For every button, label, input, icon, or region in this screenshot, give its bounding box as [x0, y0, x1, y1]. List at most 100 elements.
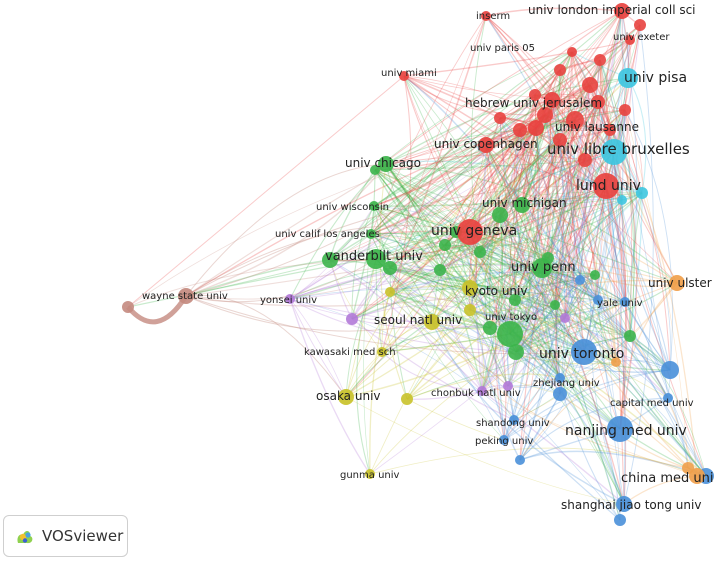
network-node-tokyo[interactable]: [497, 321, 523, 347]
network-node[interactable]: [529, 89, 541, 101]
network-node[interactable]: [494, 112, 506, 124]
network-node-geneva[interactable]: [457, 219, 483, 245]
network-link: [289, 151, 615, 300]
network-node[interactable]: [661, 361, 679, 379]
network-link: [403, 75, 511, 335]
network-link: [583, 351, 707, 477]
network-link: [444, 244, 596, 277]
vosviewer-badge[interactable]: VOSviewer: [3, 515, 128, 557]
network-node[interactable]: [617, 195, 627, 205]
network-node-chicago[interactable]: [378, 156, 394, 172]
network-link: [484, 144, 515, 421]
network-node[interactable]: [370, 165, 380, 175]
network-node[interactable]: [464, 304, 476, 316]
network-node[interactable]: [578, 153, 592, 167]
network-node-miami[interactable]: [399, 71, 409, 81]
network-node[interactable]: [492, 207, 508, 223]
network-node[interactable]: [385, 287, 395, 297]
network-node[interactable]: [611, 357, 621, 367]
network-node[interactable]: [537, 107, 553, 123]
network-link: [469, 279, 581, 311]
network-node-wisconsin[interactable]: [369, 201, 379, 211]
network-node-michigan[interactable]: [514, 197, 530, 213]
network-node[interactable]: [594, 54, 606, 66]
network-node[interactable]: [604, 124, 616, 136]
network-node-penn[interactable]: [532, 258, 552, 278]
network-node[interactable]: [513, 123, 527, 137]
network-link: [594, 274, 678, 288]
network-node-seoul[interactable]: [424, 314, 440, 330]
network-node-inserm[interactable]: [481, 11, 491, 21]
network-node[interactable]: [483, 321, 497, 335]
network-node-vanderbilt[interactable]: [366, 249, 386, 269]
network-link: [574, 39, 631, 121]
network-node-kyoto[interactable]: [462, 280, 478, 296]
network-node[interactable]: [575, 275, 585, 285]
network-node-shanghai[interactable]: [616, 496, 632, 512]
network-node[interactable]: [553, 133, 567, 147]
network-node-libre[interactable]: [601, 139, 627, 165]
network-node[interactable]: [590, 270, 600, 280]
network-node[interactable]: [401, 393, 413, 405]
network-node[interactable]: [636, 187, 648, 199]
network-node[interactable]: [593, 295, 603, 305]
network-node[interactable]: [591, 95, 605, 109]
network-node-peking[interactable]: [499, 435, 509, 445]
network-node-copenhagen[interactable]: [478, 137, 494, 153]
network-node[interactable]: [619, 104, 631, 116]
network-node-hebrew[interactable]: [544, 92, 560, 108]
network-link: [370, 233, 617, 363]
network-node[interactable]: [634, 19, 646, 31]
network-link: [289, 94, 536, 300]
network-node[interactable]: [560, 313, 570, 323]
network-link: [485, 144, 561, 379]
network-node[interactable]: [346, 313, 358, 325]
network-node[interactable]: [553, 387, 567, 401]
network-node[interactable]: [515, 455, 525, 465]
network-link: [185, 251, 481, 297]
network-node[interactable]: [474, 246, 486, 258]
network-node-lund[interactable]: [593, 173, 619, 199]
network-node[interactable]: [434, 264, 446, 276]
network-node[interactable]: [503, 381, 513, 391]
network-node[interactable]: [582, 77, 598, 93]
network-node-pisa[interactable]: [618, 68, 638, 88]
network-node-chinamed[interactable]: [689, 468, 705, 484]
network-node-kawasaki[interactable]: [377, 347, 387, 357]
network-node[interactable]: [322, 252, 338, 268]
network-node[interactable]: [614, 514, 626, 526]
network-node-nanjing[interactable]: [607, 416, 633, 442]
network-node[interactable]: [550, 300, 560, 310]
network-node-ulster[interactable]: [669, 275, 685, 291]
network-link: [374, 24, 641, 171]
network-node[interactable]: [566, 111, 584, 129]
network-node-paris05[interactable]: [567, 47, 577, 57]
network-link: [514, 51, 573, 301]
network-node[interactable]: [624, 330, 636, 342]
network-link: [485, 15, 611, 131]
network-node[interactable]: [122, 301, 134, 313]
network-node[interactable]: [554, 64, 566, 76]
network-link: [624, 301, 689, 469]
network-node-shandong[interactable]: [509, 415, 519, 425]
network-node-zhejiang[interactable]: [555, 373, 565, 383]
network-node[interactable]: [383, 261, 397, 275]
network-node-toronto[interactable]: [571, 339, 597, 365]
network-node[interactable]: [509, 294, 521, 306]
network-node[interactable]: [439, 239, 451, 251]
network-link: [185, 258, 377, 303]
network-node-osaka[interactable]: [338, 389, 354, 405]
network-node-yale[interactable]: [620, 297, 630, 307]
network-node-lausanne[interactable]: [528, 120, 544, 136]
network-node-wayne[interactable]: [178, 288, 194, 304]
network-node-exeter[interactable]: [625, 35, 635, 45]
network-node[interactable]: [508, 344, 524, 360]
network-node-imperial[interactable]: [614, 3, 630, 19]
network-node-chonbuk[interactable]: [477, 386, 487, 396]
network-node-yonsei[interactable]: [285, 294, 295, 304]
network-node-capital[interactable]: [663, 393, 673, 403]
network-node-gunma[interactable]: [365, 469, 375, 479]
network-node-ucla[interactable]: [366, 229, 376, 239]
network-link: [374, 169, 585, 353]
